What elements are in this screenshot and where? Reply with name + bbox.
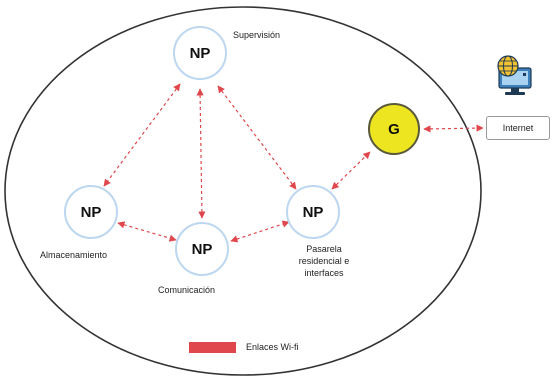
internet-box: Internet xyxy=(486,116,550,140)
node-gateway-label: G xyxy=(388,120,400,138)
wifi-link-gateway-internet xyxy=(423,124,484,133)
node-pasarela: NP xyxy=(286,185,340,239)
home-network-boundary xyxy=(4,6,482,376)
caption-comunicacion: Comunicación xyxy=(158,285,216,295)
wifi-link-supervision-almacenamiento xyxy=(103,83,181,187)
node-almacenamiento: NP xyxy=(64,185,118,239)
caption-supervision: Supervisión xyxy=(233,30,281,40)
node-almacenamiento-label: NP xyxy=(80,203,102,221)
legend-wifi-swatch xyxy=(189,342,236,353)
node-pasarela-label: NP xyxy=(302,203,324,221)
node-comunicacion-label: NP xyxy=(191,240,213,258)
node-supervision: NP xyxy=(173,26,227,80)
globe-computer-icon xyxy=(497,55,532,95)
node-comunicacion: NP xyxy=(175,222,229,276)
wifi-link-comunicacion-pasarela xyxy=(230,220,290,243)
caption-pasarela: Pasarela residencial e interfaces xyxy=(298,244,350,278)
caption-almacenamiento: Almacenamiento xyxy=(40,250,108,260)
wifi-link-supervision-comunicacion xyxy=(196,88,206,219)
node-supervision-label: NP xyxy=(189,44,211,62)
wifi-link-pasarela-gateway xyxy=(331,151,371,190)
node-gateway: G xyxy=(368,103,420,155)
legend-wifi-label: Enlaces Wi-fi xyxy=(246,342,299,352)
internet-label: Internet xyxy=(502,123,534,133)
wifi-link-supervision-pasarela xyxy=(217,85,297,190)
wifi-link-almacenamiento-comunicacion xyxy=(117,221,177,242)
